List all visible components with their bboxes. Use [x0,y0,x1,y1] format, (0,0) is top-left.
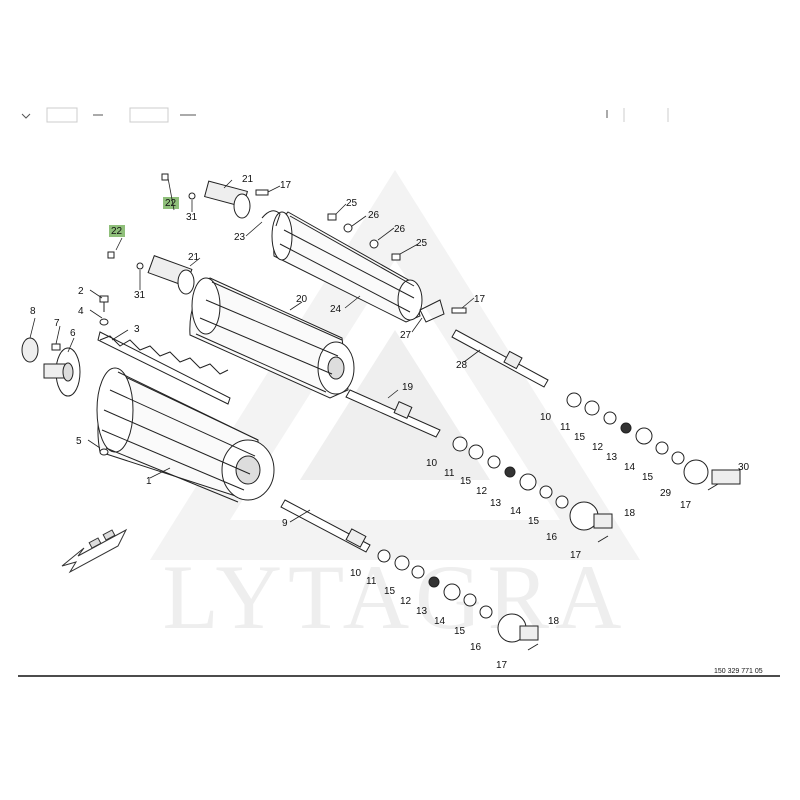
callout-31b: 31 [134,290,146,301]
bearing-stack-bottom [377,549,539,651]
shaft-28 [451,329,549,388]
callout-11c: 11 [366,576,377,587]
callout-24: 24 [330,304,342,315]
callout-30: 30 [738,462,750,473]
bracket-23 [261,210,281,227]
callout-15f: 15 [454,626,466,637]
bracket-27 [419,299,445,323]
callout-labels: 1 2 3 4 5 6 7 8 9 10 10 10 11 11 11 12 1… [30,174,750,671]
callout-5: 5 [76,436,82,447]
callout-17c: 17 [570,550,582,561]
callout-15e: 15 [384,586,396,597]
callout-16a: 16 [546,532,558,543]
callout-11a: 11 [444,468,455,479]
callout-17d: 17 [680,500,692,511]
cap-8 [21,337,39,363]
callout-25b: 25 [416,238,428,249]
callout-14a: 14 [624,462,636,473]
callout-16b: 16 [470,642,482,653]
rasp-bar-3 [97,331,231,405]
callout-17a: 17 [280,180,292,191]
callout-12c: 12 [400,596,412,607]
callout-15a: 15 [574,432,586,443]
callout-29: 29 [660,488,672,499]
callout-3: 3 [134,324,140,335]
callout-2: 2 [78,286,84,297]
callout-21b: 21 [188,252,200,263]
callout-22b: 22 [111,226,123,237]
callout-15d: 15 [528,516,540,527]
callout-31a: 31 [186,212,198,223]
drawing-reference: 150 329 771 05 [714,668,763,675]
highlight-box-22-top [163,197,179,209]
bearing-stack-middle [452,436,613,543]
callout-1: 1 [146,476,152,487]
callout-12b: 12 [476,486,488,497]
callout-26a: 26 [368,210,380,221]
callout-14c: 14 [434,616,446,627]
watermark-logo: LYTAGRA [150,170,640,648]
callout-13a: 13 [606,452,618,463]
fasteners [51,173,467,456]
roller-24 [271,211,423,323]
callout-18b: 18 [548,616,560,627]
callout-10a: 10 [426,458,438,469]
callout-6: 6 [70,328,76,339]
callout-13b: 13 [490,498,502,509]
callout-18a: 18 [624,508,636,519]
callout-12a: 12 [592,442,604,453]
callout-14b: 14 [510,506,522,517]
callout-13c: 13 [416,606,428,617]
callout-22a: 22 [165,198,177,209]
highlight-box-22-left [109,225,125,237]
callout-19: 19 [402,382,414,393]
toolbar-strip [21,107,669,123]
callout-7: 7 [54,318,60,329]
callout-28: 28 [456,360,468,371]
callout-20: 20 [296,294,308,305]
hub-flange-6 [43,347,81,397]
shaft-19 [345,389,441,438]
roller-1 [96,367,275,503]
callout-8: 8 [30,306,36,317]
callout-17e: 17 [496,660,508,671]
stub-shaft-21-middle [147,255,195,295]
callout-17b: 17 [474,294,486,305]
callout-9: 9 [282,518,288,529]
bearing-stack-top [566,392,741,491]
front-direction-arrow-icon [61,528,128,574]
callout-25a: 25 [346,198,358,209]
callout-10b: 10 [540,412,552,423]
stub-shaft-21-top [203,180,251,219]
watermark-text: LYTAGRA [163,546,628,648]
callout-4: 4 [78,306,84,317]
callout-21a: 21 [242,174,254,185]
callout-26b: 26 [394,224,406,235]
callout-27: 27 [400,330,412,341]
roller-20 [189,277,355,399]
callout-10c: 10 [350,568,362,579]
callout-15b: 15 [642,472,654,483]
callout-15c: 15 [460,476,472,487]
callout-23: 23 [234,232,246,243]
leader-lines [29,177,481,523]
shaft-9 [280,499,371,553]
callout-11b: 11 [560,422,571,433]
